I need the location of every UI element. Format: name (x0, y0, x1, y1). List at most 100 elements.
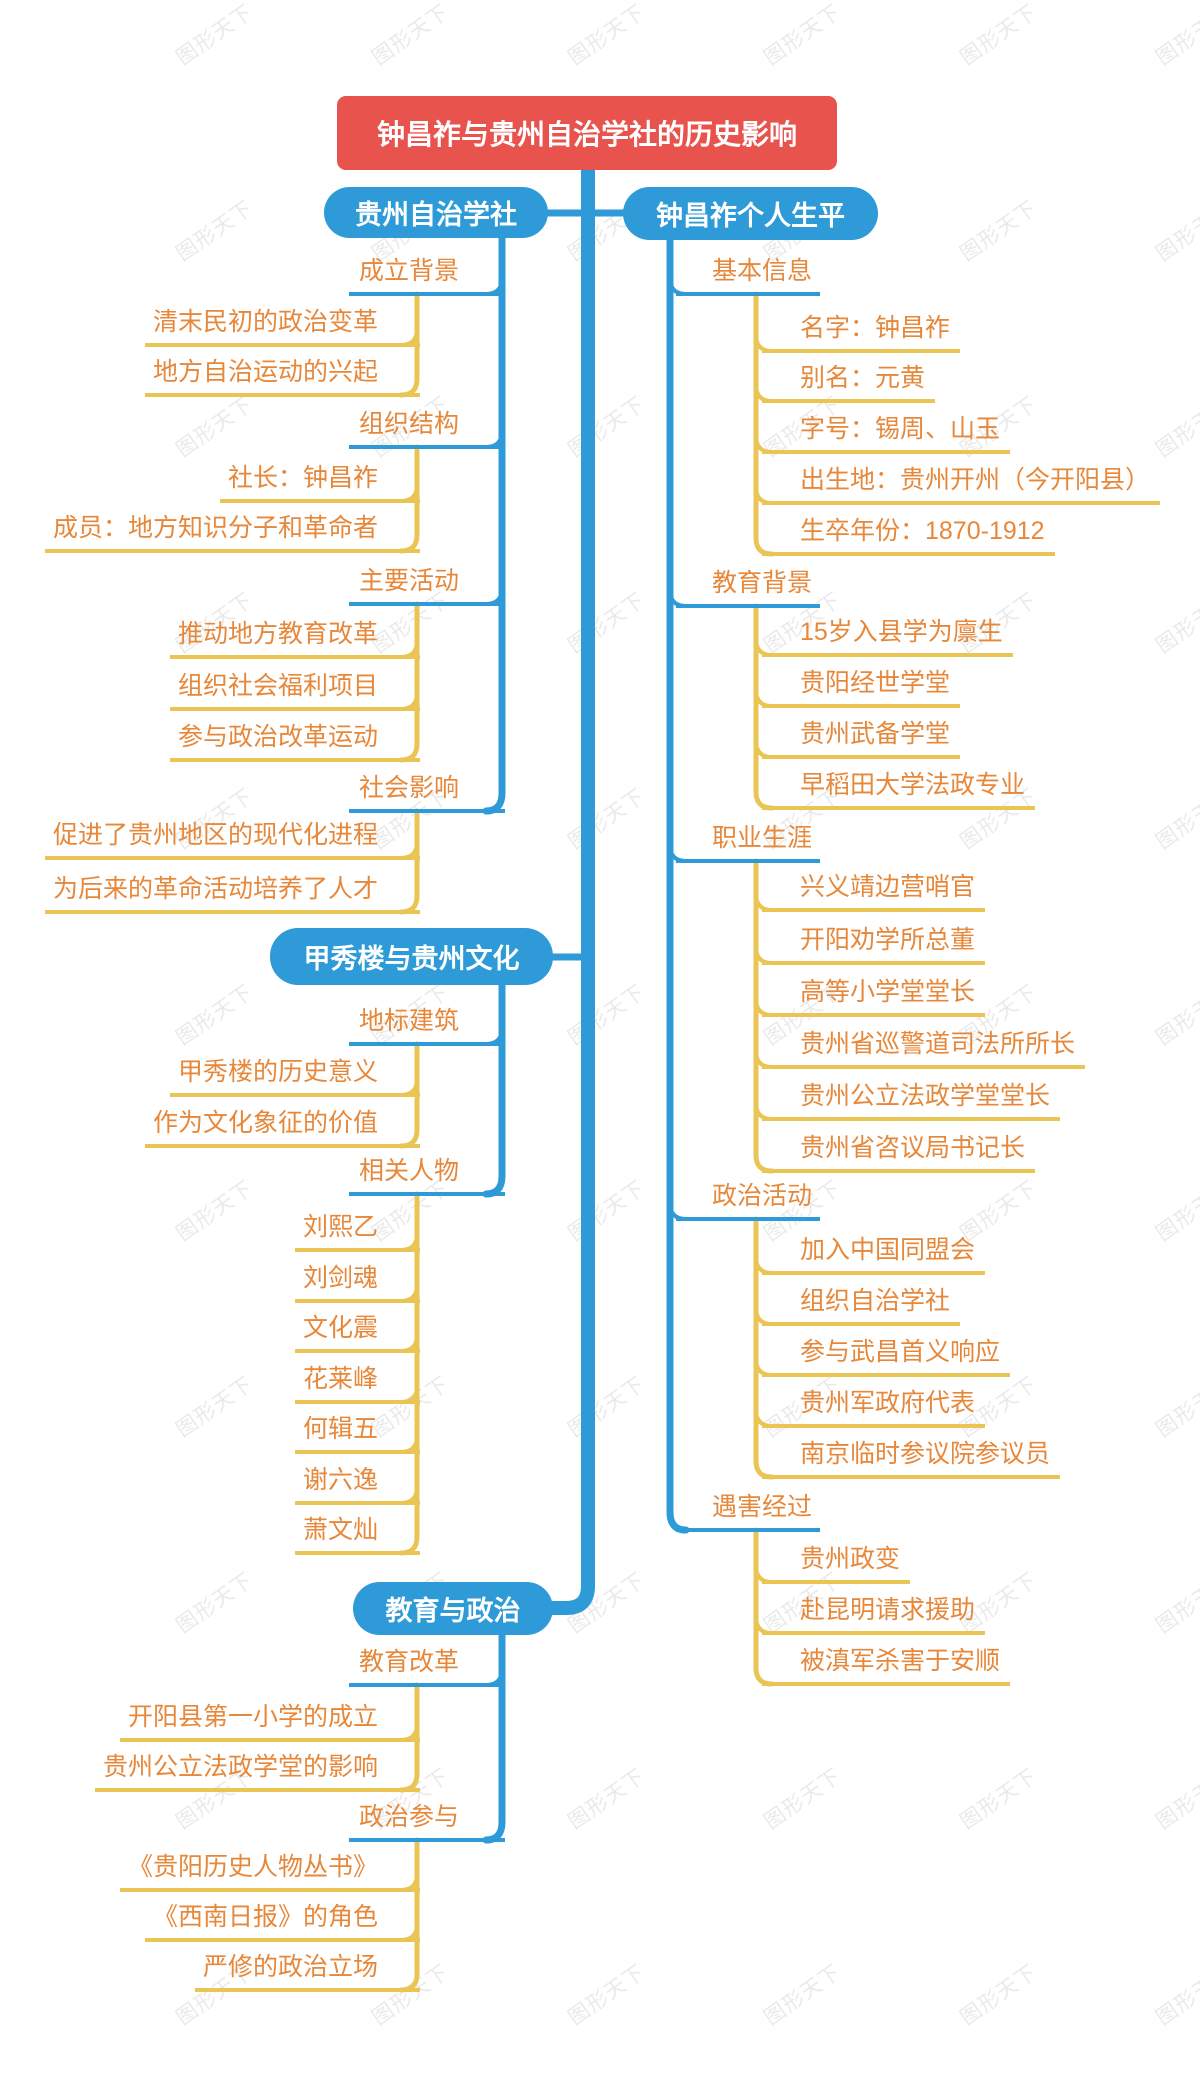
watermark-text: 图形天下 (564, 0, 650, 70)
topic-label[interactable]: 政治活动 (676, 1181, 821, 1221)
leaf-item[interactable]: 《贵阳历史人物丛书》 (119, 1852, 420, 1892)
watermark-text: 图形天下 (564, 588, 650, 658)
watermark-text: 图形天下 (564, 1568, 650, 1638)
leaf-item[interactable]: 何辑五 (294, 1414, 420, 1454)
leaf-item[interactable]: 文化震 (294, 1313, 420, 1353)
branch-jiaxiulou-wenhua[interactable]: 甲秀楼与贵州文化 (270, 928, 553, 985)
root-topic[interactable]: 钟昌祚与贵州自治学社的历史影响 (337, 96, 837, 170)
watermark-text: 图形天下 (1152, 588, 1200, 658)
branch-jiaoyu-zhengzhi[interactable]: 教育与政治 (353, 1582, 553, 1635)
leaf-item[interactable]: 社长：钟昌祚 (219, 463, 420, 503)
topic-label[interactable]: 地标建筑 (348, 1006, 505, 1046)
leaf-item[interactable]: 贵州省巡警道司法所所长 (762, 1029, 1086, 1069)
leaf-item[interactable]: 高等小学堂堂长 (762, 977, 986, 1017)
leaf-item[interactable]: 组织社会福利项目 (169, 671, 420, 711)
watermark-text: 图形天下 (956, 0, 1042, 70)
watermark-text: 图形天下 (172, 196, 258, 266)
leaf-item[interactable]: 《西南日报》的角色 (144, 1902, 420, 1942)
watermark-text: 图形天下 (564, 784, 650, 854)
watermark-text: 图形天下 (1152, 1568, 1200, 1638)
leaf-item[interactable]: 兴义靖边营哨官 (762, 872, 986, 912)
leaf-item[interactable]: 刘剑魂 (294, 1263, 420, 1303)
leaf-item[interactable]: 参与武昌首义响应 (762, 1337, 1011, 1377)
leaf-item[interactable]: 贵州公立法政学堂的影响 (94, 1752, 420, 1792)
watermark-text: 图形天下 (564, 1372, 650, 1442)
watermark-text: 图形天下 (956, 196, 1042, 266)
topic-label[interactable]: 相关人物 (348, 1156, 505, 1196)
leaf-item[interactable]: 生卒年份：1870-1912 (762, 516, 1055, 556)
leaf-item[interactable]: 南京临时参议院参议员 (762, 1439, 1061, 1479)
watermark-text: 图形天下 (172, 1176, 258, 1246)
topic-label[interactable]: 主要活动 (348, 566, 505, 606)
leaf-item[interactable]: 刘熙乙 (294, 1212, 420, 1252)
leaf-item[interactable]: 促进了贵州地区的现代化进程 (44, 820, 420, 860)
watermark-text: 图形天下 (564, 1176, 650, 1246)
leaf-item[interactable]: 15岁入县学为廪生 (762, 617, 1013, 657)
leaf-item[interactable]: 贵州政变 (762, 1544, 911, 1584)
watermark-text: 图形天下 (564, 1960, 650, 2030)
leaf-item[interactable]: 开阳劝学所总董 (762, 925, 986, 965)
leaf-item[interactable]: 严修的政治立场 (194, 1952, 420, 1992)
leaf-item[interactable]: 花莱峰 (294, 1364, 420, 1404)
leaf-item[interactable]: 名字：钟昌祚 (762, 313, 961, 353)
leaf-item[interactable]: 组织自治学社 (762, 1286, 961, 1326)
watermark-text: 图形天下 (956, 1960, 1042, 2030)
leaf-item[interactable]: 开阳县第一小学的成立 (119, 1702, 420, 1742)
watermark-text: 图形天下 (368, 0, 454, 70)
leaf-item[interactable]: 出生地：贵州开州（今开阳县） (762, 465, 1161, 505)
branch-guizhou-zizhixueshe[interactable]: 贵州自治学社 (324, 187, 548, 238)
topic-label[interactable]: 遇害经过 (676, 1492, 821, 1532)
watermark-text: 图形天下 (1152, 1960, 1200, 2030)
watermark-text: 图形天下 (760, 1960, 846, 2030)
leaf-item[interactable]: 地方自治运动的兴起 (144, 357, 420, 397)
watermark-text: 图形天下 (1152, 196, 1200, 266)
leaf-item[interactable]: 贵州武备学堂 (762, 719, 961, 759)
watermark-text: 图形天下 (1152, 784, 1200, 854)
watermark-text: 图形天下 (564, 1764, 650, 1834)
leaf-item[interactable]: 贵州省咨议局书记长 (762, 1133, 1036, 1173)
leaf-item[interactable]: 贵阳经世学堂 (762, 668, 961, 708)
watermark-text: 图形天下 (1152, 1764, 1200, 1834)
leaf-item[interactable]: 贵州军政府代表 (762, 1388, 986, 1428)
watermark-text: 图形天下 (760, 1764, 846, 1834)
topic-label[interactable]: 基本信息 (676, 256, 821, 296)
leaf-item[interactable]: 加入中国同盟会 (762, 1235, 986, 1275)
leaf-item[interactable]: 推动地方教育改革 (169, 619, 420, 659)
topic-label[interactable]: 教育改革 (348, 1647, 505, 1687)
leaf-item[interactable]: 被滇军杀害于安顺 (762, 1646, 1011, 1686)
watermark-text: 图形天下 (172, 1568, 258, 1638)
watermark-text: 图形天下 (172, 0, 258, 70)
watermark-text: 图形天下 (1152, 0, 1200, 70)
leaf-item[interactable]: 甲秀楼的历史意义 (169, 1057, 420, 1097)
watermark-text: 图形天下 (564, 392, 650, 462)
watermark-text: 图形天下 (1152, 980, 1200, 1050)
topic-label[interactable]: 教育背景 (676, 568, 821, 608)
leaf-item[interactable]: 参与政治改革运动 (169, 722, 420, 762)
topic-label[interactable]: 职业生涯 (676, 823, 821, 863)
topic-label[interactable]: 政治参与 (348, 1802, 505, 1842)
leaf-item[interactable]: 早稻田大学法政专业 (762, 770, 1036, 810)
leaf-item[interactable]: 作为文化象征的价值 (144, 1108, 420, 1148)
watermark-text: 图形天下 (1152, 1176, 1200, 1246)
topic-label[interactable]: 成立背景 (348, 256, 505, 296)
topic-label[interactable]: 组织结构 (348, 409, 505, 449)
topic-label[interactable]: 社会影响 (348, 773, 505, 813)
watermark-text: 图形天下 (172, 392, 258, 462)
leaf-item[interactable]: 别名：元黄 (762, 363, 936, 403)
leaf-item[interactable]: 成员：地方知识分子和革命者 (44, 513, 420, 553)
leaf-item[interactable]: 字号：锡周、山玉 (762, 414, 1011, 454)
watermark-text: 图形天下 (956, 1764, 1042, 1834)
watermark-text: 图形天下 (564, 980, 650, 1050)
watermark-text: 图形天下 (172, 1372, 258, 1442)
leaf-item[interactable]: 为后来的革命活动培养了人才 (44, 874, 420, 914)
watermark-text: 图形天下 (760, 0, 846, 70)
leaf-item[interactable]: 谢六逸 (294, 1465, 420, 1505)
leaf-item[interactable]: 赴昆明请求援助 (762, 1595, 986, 1635)
branch-zhongchangzuo-shengping[interactable]: 钟昌祚个人生平 (623, 187, 878, 240)
leaf-item[interactable]: 萧文灿 (294, 1515, 420, 1555)
leaf-item[interactable]: 贵州公立法政学堂堂长 (762, 1081, 1061, 1121)
leaf-item[interactable]: 清末民初的政治变革 (144, 307, 420, 347)
watermark-text: 图形天下 (1152, 392, 1200, 462)
watermark-text: 图形天下 (1152, 1372, 1200, 1442)
